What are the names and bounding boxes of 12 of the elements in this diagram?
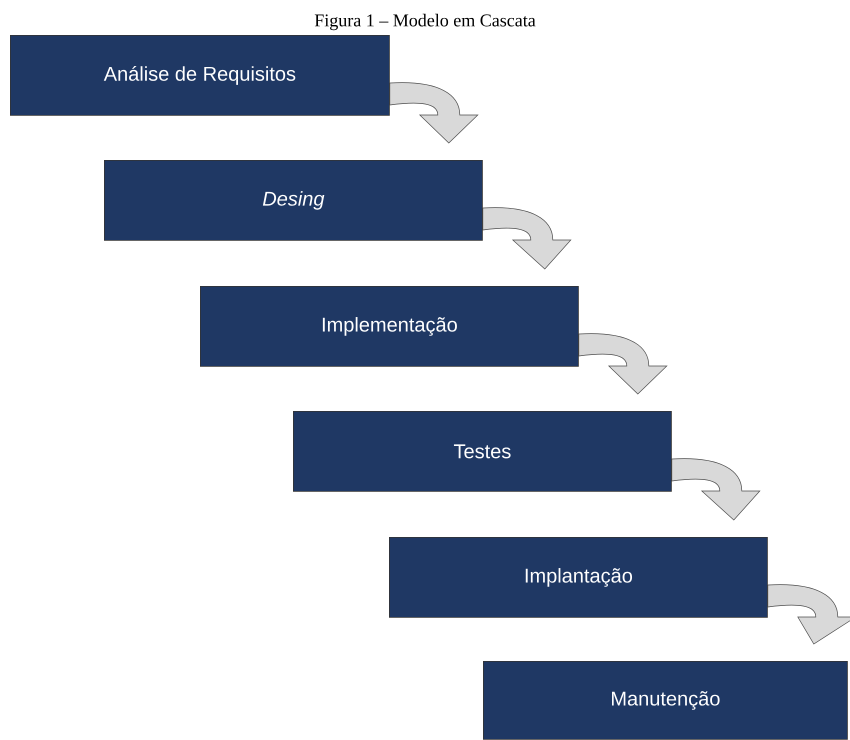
process-box: Implementação [200,286,579,367]
curved-arrow [389,82,478,144]
process-box: Análise de Requisitos [10,35,390,116]
curved-arrow [482,207,572,270]
curved-arrow [671,458,760,520]
process-box: Testes [293,411,672,492]
curved-arrow [767,584,850,644]
process-box: Manutenção [483,661,848,740]
figure-title: Figura 1 – Modelo em Cascata [314,14,536,30]
curved-arrow [578,333,668,394]
process-box: Implantação [389,537,768,618]
process-box: Desing [104,160,483,241]
